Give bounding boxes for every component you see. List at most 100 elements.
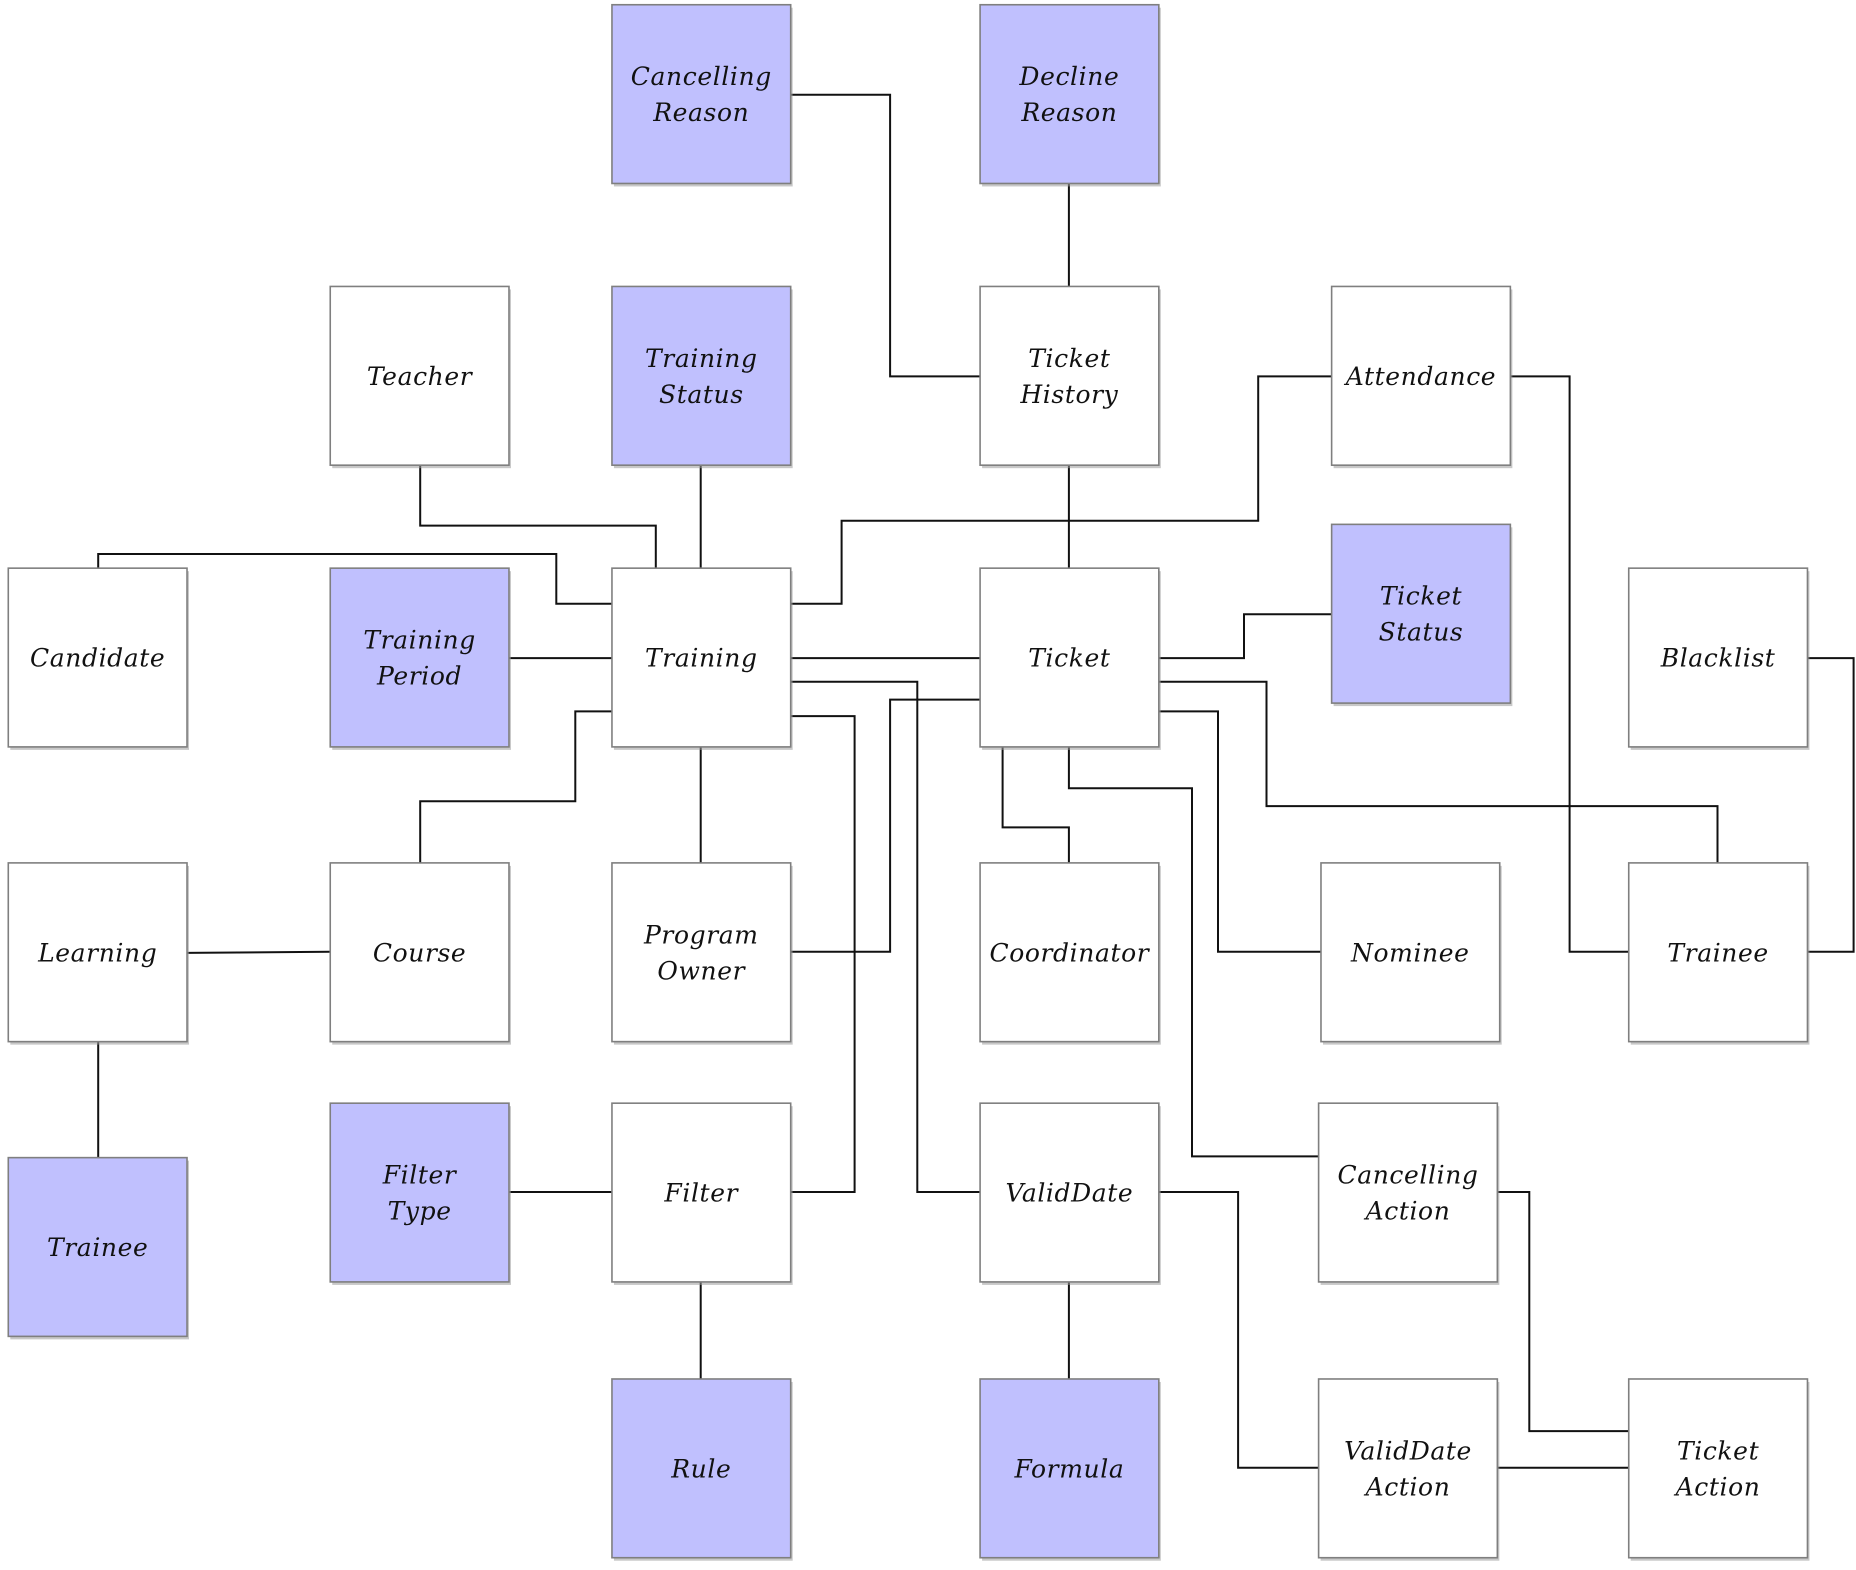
entity-box-frame <box>1330 523 1512 704</box>
connector-attendance-to-trainee <box>1510 375 1629 953</box>
entity-box-course: Course <box>329 862 511 1045</box>
entity-box-learning: Learning <box>7 862 190 1045</box>
connector-ticket-to-trainee <box>1158 680 1719 863</box>
entity-label: Nominee <box>1350 938 1470 967</box>
entity-label: Cancelling <box>631 62 772 91</box>
entity-box-filter: Filter <box>611 1102 793 1285</box>
entity-label: Action <box>1364 1197 1451 1226</box>
entity-box-frame <box>979 1378 1160 1559</box>
entity-label: Program <box>643 920 759 949</box>
entity-box-frame <box>1320 862 1501 1043</box>
entity-box-blacklist: Blacklist <box>1627 567 1810 750</box>
entity-label: Type <box>388 1197 452 1226</box>
entity-box-nominee: Nominee <box>1320 862 1502 1045</box>
connector-teacher-to-training <box>419 465 657 569</box>
connector-training-to-filter <box>790 715 856 1193</box>
entity-label: Training <box>645 344 758 373</box>
entity-boxes: CancellingReasonDeclineReasonTeacherTrai… <box>7 3 1810 1561</box>
connector-validdate-to-validdate-action <box>1158 1191 1319 1469</box>
connector-attendance-to-training <box>790 375 1332 605</box>
entity-label: Rule <box>670 1454 731 1483</box>
entity-box-frame <box>1317 1378 1499 1559</box>
entity-box-frame <box>329 285 510 466</box>
connector-ticket-to-nominee <box>1158 710 1321 953</box>
entity-label: Filter <box>382 1161 458 1190</box>
entity-box-training: Training <box>611 567 793 750</box>
entity-label: Action <box>1674 1472 1761 1501</box>
entity-box-frame <box>979 862 1160 1043</box>
entity-box-frame <box>7 862 188 1043</box>
entity-box-candidate: Candidate <box>7 567 190 750</box>
entity-label: Ticket <box>1380 582 1463 611</box>
entity-box-validdate: ValidDate <box>979 1102 1161 1285</box>
entity-label: Owner <box>657 956 746 985</box>
entity-label: Ticket <box>1028 644 1111 673</box>
connector-ticket-to-cancelling-action <box>1067 746 1319 1158</box>
entity-box-frame <box>979 1102 1160 1283</box>
entity-box-frame <box>329 1102 510 1283</box>
entity-box-frame <box>611 862 792 1043</box>
connector-cancelling-reason-to-ticket-history <box>790 93 981 378</box>
connector-training-to-validdate <box>790 680 981 1193</box>
connector-ticket-status-to-ticket <box>1158 613 1332 660</box>
entity-label: Period <box>376 662 462 691</box>
entity-box-frame <box>1317 1102 1499 1283</box>
entity-label: Trainee <box>47 1233 148 1262</box>
entity-label: Reason <box>1020 98 1117 127</box>
entity-label: Decline <box>1018 62 1119 91</box>
entity-label: ValidDate <box>1005 1179 1133 1208</box>
entity-box-frame <box>979 567 1160 748</box>
entity-box-trainee-lookup: Trainee <box>7 1156 190 1340</box>
entity-label: History <box>1019 380 1118 409</box>
connector-candidate-to-training <box>97 553 612 605</box>
entity-box-ticket: Ticket <box>979 567 1161 750</box>
entity-label: Coordinator <box>989 938 1150 967</box>
entity-box-frame <box>7 1156 188 1338</box>
connector-training-to-course <box>419 710 612 863</box>
entity-label: Learning <box>37 938 157 967</box>
entity-label: Blacklist <box>1660 644 1776 673</box>
entity-label: Action <box>1364 1472 1451 1501</box>
connector-blacklist-to-trainee <box>1807 657 1855 953</box>
entity-box-frame <box>611 1102 792 1283</box>
entity-box-frame <box>1330 285 1512 466</box>
entity-label: Cancelling <box>1337 1161 1478 1190</box>
entity-label: Status <box>1379 618 1464 647</box>
entity-box-frame <box>611 567 792 748</box>
connector-lines <box>97 93 1855 1469</box>
entity-label: Course <box>373 938 466 967</box>
connector-ticket-to-coordinator <box>1001 746 1070 863</box>
entity-box-formula: Formula <box>979 1378 1161 1561</box>
entity-label: Filter <box>663 1179 739 1208</box>
entity-label: Training <box>645 644 758 673</box>
entity-box-teacher: Teacher <box>329 285 511 469</box>
entity-box-frame <box>979 3 1160 185</box>
entity-box-frame <box>329 862 510 1043</box>
entity-box-frame <box>1627 862 1809 1043</box>
entity-label: Ticket <box>1677 1436 1760 1465</box>
entity-box-frame <box>1627 1378 1809 1559</box>
entity-box-frame <box>979 285 1160 466</box>
entity-box-frame <box>611 285 792 466</box>
entity-box-coordinator: Coordinator <box>979 862 1161 1045</box>
entity-box-frame <box>611 1378 792 1559</box>
entity-label: Candidate <box>30 644 165 673</box>
entity-box-trainee: Trainee <box>1627 862 1810 1045</box>
entity-box-frame <box>611 3 792 185</box>
entity-label: Attendance <box>1344 362 1496 391</box>
entity-box-frame <box>329 567 510 748</box>
connector-cancelling-action-to-ticket-action <box>1497 1191 1629 1433</box>
connector-program-owner-to-ticket <box>790 698 981 953</box>
entity-label: Reason <box>652 98 749 127</box>
entity-label: Formula <box>1013 1454 1124 1483</box>
